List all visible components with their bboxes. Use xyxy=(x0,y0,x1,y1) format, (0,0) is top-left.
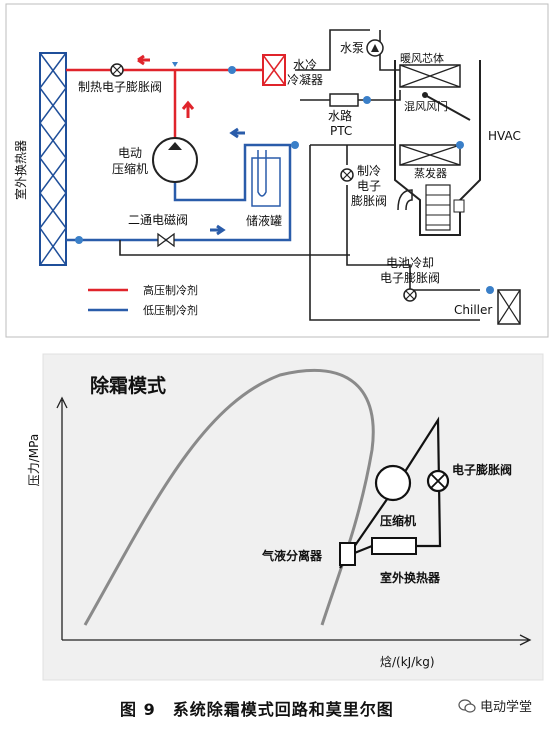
cycle-compressor xyxy=(374,464,412,502)
water-cooled-condenser xyxy=(262,54,286,86)
evaporator-label: 蒸发器 xyxy=(414,166,447,180)
compressor-label-2: 压缩机 xyxy=(112,161,148,176)
solenoid-label: 二通电磁阀 xyxy=(128,212,188,227)
mollier-diagram: 除霜模式 压力/MPa 焓/(kJ/kg) 压缩机 电子膨胀阀 气液分离器 室外… xyxy=(27,353,544,681)
saturation-dome xyxy=(83,369,375,626)
sensor-dot-5 xyxy=(456,141,464,149)
y-axis-label: 压力/MPa xyxy=(27,434,41,486)
flow-arrow-high xyxy=(137,54,150,66)
blower xyxy=(425,184,465,231)
solenoid-valve xyxy=(157,232,175,248)
heater-core xyxy=(399,64,461,88)
cycle-separator xyxy=(339,542,356,566)
cycle-exv xyxy=(426,469,450,493)
hvac-label: HVAC xyxy=(488,129,521,143)
cycle-outdoor-hx-label: 室外换热器 xyxy=(380,570,441,585)
x-axis-label: 焓/(kJ/kg) xyxy=(380,654,435,669)
heat-exv-label: 制热电子膨胀阀 xyxy=(78,80,162,94)
battery-exv-label-2: 电子膨胀阀 xyxy=(380,271,440,285)
outdoor-hx-label: 室外换热器 xyxy=(13,140,28,200)
watermark-text: 电动学堂 xyxy=(480,700,533,715)
condenser-label-2: 冷凝器 xyxy=(287,72,323,87)
low-pressure-line xyxy=(66,143,292,242)
cool-exv-label-3: 膨胀阀 xyxy=(351,194,387,208)
cool-exv-label-1: 制冷 xyxy=(357,164,381,178)
sensor-dot xyxy=(228,66,236,74)
watermark: 电动学堂 xyxy=(458,696,532,715)
system-schematic: 室外换热器 水冷 冷凝器 制热电子膨胀阀 电动 压缩机 储液罐 二通电磁阀 xyxy=(5,3,549,338)
battery-exv xyxy=(403,288,417,302)
ptc-label-1: 水路 xyxy=(328,108,352,123)
sensor-dot-2 xyxy=(75,236,83,244)
chiller xyxy=(497,289,521,325)
blend-door-label: 混风风门 xyxy=(404,99,448,113)
accumulator-label: 储液罐 xyxy=(246,213,282,228)
check-valve-icon xyxy=(172,62,178,67)
x-axis xyxy=(62,634,532,646)
flow-arrow-up xyxy=(181,100,195,118)
compressor-label-1: 电动 xyxy=(118,146,142,160)
condenser-label-1: 水冷 xyxy=(293,58,317,72)
mode-title: 除霜模式 xyxy=(90,374,166,397)
sensor-dot-6 xyxy=(486,286,494,294)
water-pump-label: 水泵 xyxy=(340,41,364,55)
flow-arrow-low-left xyxy=(229,127,245,139)
y-axis xyxy=(56,396,68,640)
battery-exv-label-1: 电池冷却 xyxy=(386,256,434,270)
water-ptc xyxy=(329,93,359,107)
cycle-outdoor-hx xyxy=(371,537,417,555)
accumulator xyxy=(251,150,281,207)
evaporator xyxy=(399,144,461,166)
chiller-label: Chiller xyxy=(454,303,492,317)
compressor xyxy=(152,137,198,183)
cycle-separator-label: 气液分离器 xyxy=(261,548,323,563)
blend-door xyxy=(424,94,471,121)
cycle-exv-label: 电子膨胀阀 xyxy=(452,462,512,477)
heater-core-label: 暖风芯体 xyxy=(400,51,444,65)
outdoor-heat-exchanger xyxy=(39,52,67,266)
diagram-background xyxy=(42,353,544,681)
blend-door-pivot xyxy=(422,92,428,98)
sensor-dot-4 xyxy=(363,96,371,104)
legend-low-label: 低压制冷剂 xyxy=(143,303,198,317)
figure-caption: 图 9 系统除霜模式回路和莫里尔图 xyxy=(120,700,394,719)
heat-exv xyxy=(110,63,124,77)
figure-caption-bar: 图 9 系统除霜模式回路和莫里尔图 电动学堂 xyxy=(0,688,554,728)
cycle-compressor-label: 压缩机 xyxy=(380,513,416,528)
sensor-dot-3 xyxy=(291,141,299,149)
cool-exv-label-2: 电子 xyxy=(357,179,381,193)
ptc-label-2: PTC xyxy=(330,124,352,138)
flow-arrow-low-right xyxy=(210,224,226,236)
air-intake xyxy=(397,189,413,211)
water-pump xyxy=(366,39,384,57)
hvac-housing xyxy=(394,60,481,236)
cooling-exv xyxy=(340,168,354,182)
wechat-icon xyxy=(458,698,476,713)
legend-high-label: 高压制冷剂 xyxy=(143,283,198,297)
